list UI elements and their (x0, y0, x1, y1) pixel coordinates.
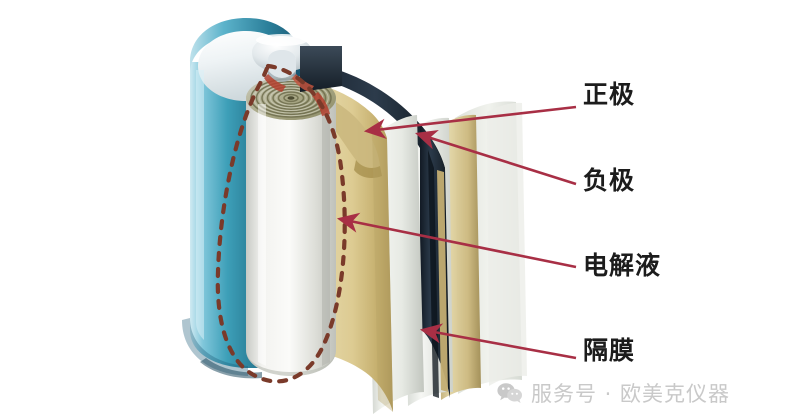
jellyroll-core (246, 76, 336, 376)
current-collector-tab (300, 46, 342, 92)
pointer-line-cathode (363, 105, 577, 139)
label-anode: 负极 (583, 166, 636, 195)
label-electrolyte: 电解液 (583, 251, 662, 280)
wechat-icon (497, 383, 522, 403)
pointer-line-electrolyte (336, 212, 577, 269)
pointer-line-anode (415, 129, 577, 186)
watermark-text: 服务号 · 欧美克仪器 (531, 382, 731, 406)
watermark: 服务号 · 欧美克仪器 (497, 378, 730, 408)
electrolyte-dashed-ellipse (215, 63, 347, 384)
pointer-lines (336, 105, 577, 360)
label-cathode: 正极 (583, 80, 636, 109)
label-separator: 隔膜 (583, 336, 636, 365)
pointer-line-separator (419, 323, 577, 360)
